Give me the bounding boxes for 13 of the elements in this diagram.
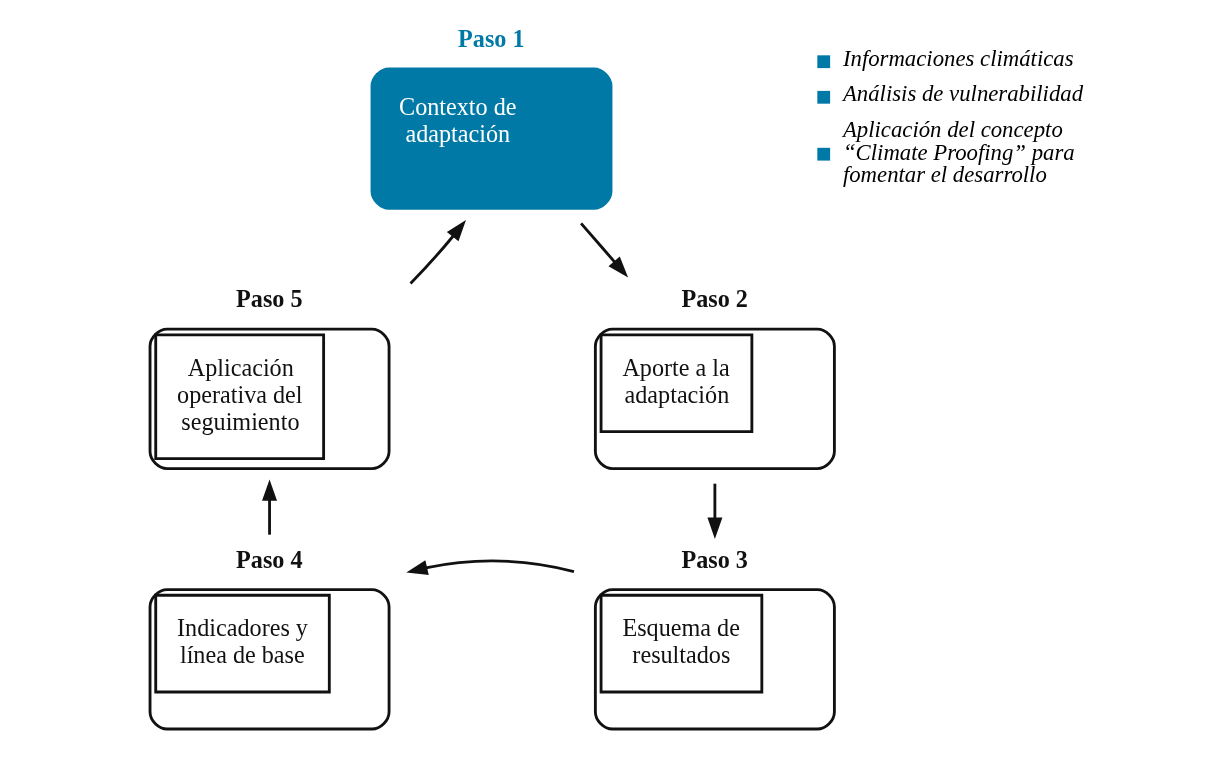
node-label: Paso 4 [235, 545, 303, 573]
label: Análisis de vulnerabilidad [842, 81, 1083, 107]
arrow [409, 219, 466, 285]
arrow [706, 483, 722, 539]
arrow [405, 559, 574, 575]
arrow [579, 222, 628, 278]
node-label: Paso 3 [680, 545, 748, 573]
label: Informaciones climáticas [842, 45, 1074, 71]
label: Aplicación del concepto “Climate Proofing” para fomentar el desarrollo [842, 116, 1075, 188]
node-label: Paso 1 [457, 24, 525, 52]
node-label: Paso 2 [680, 285, 748, 313]
node-label: Paso 5 [235, 285, 303, 313]
arrow [261, 479, 277, 535]
